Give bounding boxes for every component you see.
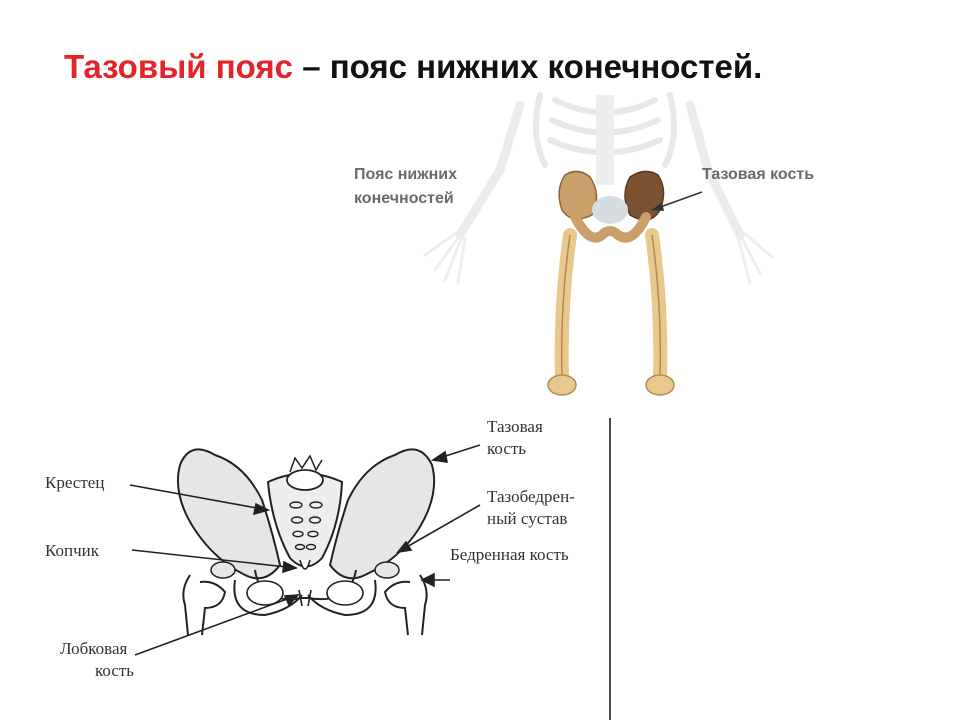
left-obturator-foramen bbox=[246, 580, 284, 606]
label-pubic-line1: Лобковая bbox=[60, 639, 128, 658]
coccyx bbox=[299, 559, 311, 570]
right-ilium bbox=[328, 448, 436, 580]
label-femur: Бедренная кость bbox=[450, 545, 569, 564]
pelvis-drawing bbox=[129, 418, 611, 720]
label-hip-bone-top: Тазовая кость bbox=[702, 166, 815, 183]
right-femur bbox=[383, 574, 428, 636]
label-pubic-line2: кость bbox=[95, 661, 135, 680]
ghost-hands bbox=[423, 231, 774, 285]
label-arrows bbox=[129, 444, 481, 656]
skeleton-drawing bbox=[423, 92, 774, 396]
label-coccyx: Копчик bbox=[45, 541, 99, 560]
skeleton-illustration: Пояс нижних конечностей Тазовая кость bbox=[340, 92, 880, 405]
ghost-arms bbox=[455, 100, 745, 240]
left-femoral-head bbox=[210, 561, 236, 579]
sacral-foramina bbox=[289, 501, 323, 551]
slide-title: Тазовый пояс – пояс нижних конечностей. bbox=[64, 48, 762, 86]
left-pubic-ramus bbox=[233, 579, 303, 617]
pubic-symphysis bbox=[298, 589, 312, 607]
leg-bones bbox=[547, 228, 675, 396]
right-pubic-ramus bbox=[307, 579, 377, 617]
right-femoral-head bbox=[374, 561, 400, 579]
title-rest: – пояс нижних конечностей. bbox=[293, 48, 763, 85]
ghost-spine bbox=[596, 95, 614, 185]
pelvis-diagram: Крестец Копчик Лобковая кость Тазовая ко… bbox=[40, 410, 620, 720]
right-obturator-foramen bbox=[326, 580, 364, 606]
left-femur bbox=[182, 574, 227, 636]
label-girdle-line2: конечностей bbox=[354, 190, 454, 207]
label-hip-bone-line1: Тазовая bbox=[487, 417, 543, 436]
sacral-vertebra bbox=[286, 469, 324, 491]
label-girdle-line1: Пояс нижних bbox=[354, 166, 457, 183]
left-ilium bbox=[176, 448, 282, 580]
hip-bone-arrow bbox=[651, 191, 703, 211]
label-hip-joint-line2: ный сустав bbox=[487, 509, 568, 528]
pelvis-bones bbox=[558, 170, 665, 243]
title-accent: Тазовый пояс bbox=[64, 48, 294, 85]
label-hip-joint-line1: Тазобедрен- bbox=[487, 487, 575, 506]
label-sacrum: Крестец bbox=[45, 473, 105, 492]
sacral-process bbox=[289, 454, 323, 473]
label-hip-bone-line2: кость bbox=[487, 439, 527, 458]
